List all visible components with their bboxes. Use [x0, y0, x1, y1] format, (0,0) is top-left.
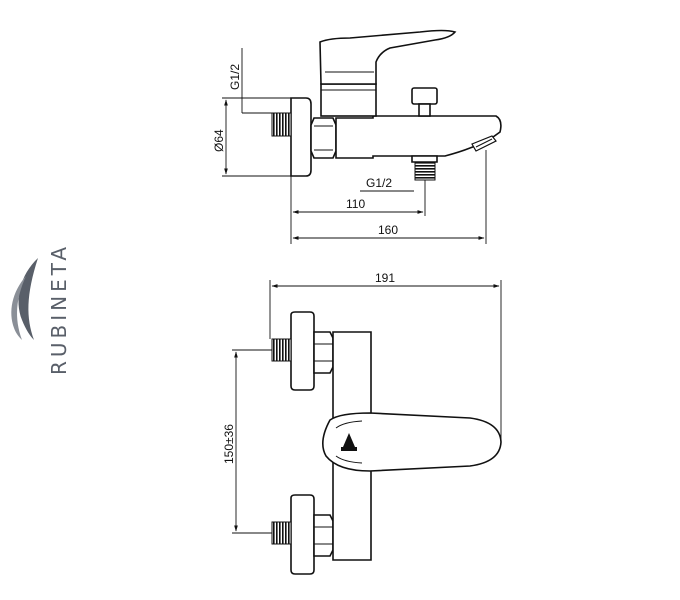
lever-emblem-icon	[343, 433, 355, 447]
diameter-label: Ø64	[212, 129, 226, 152]
side-cartridge	[320, 83, 377, 117]
front-top-thread	[271, 338, 292, 362]
thread-top-label: G1/2	[228, 64, 242, 90]
side-shower-thread	[414, 161, 436, 181]
wall-flange	[290, 97, 312, 177]
front-top-nut	[313, 331, 334, 374]
side-lever	[319, 29, 457, 85]
brand-swoosh-icon	[18, 258, 38, 340]
brand-swoosh-icon-inner	[11, 276, 26, 340]
dim-150-label: 150±36	[222, 424, 236, 464]
side-eccentric-thread	[271, 112, 292, 137]
front-bottom-thread	[271, 521, 292, 545]
side-body	[335, 115, 502, 159]
dim-110-label: 110	[346, 197, 365, 211]
side-hex-nut	[310, 117, 337, 159]
brand-logo: RUBINETA	[11, 243, 71, 375]
thread-bottom-label: G1/2	[366, 176, 392, 190]
front-view	[232, 280, 502, 575]
side-shower-outlet	[411, 155, 438, 163]
dim-191-label: 191	[375, 271, 395, 285]
dim-160-label: 160	[378, 223, 398, 237]
front-lever	[322, 412, 502, 472]
side-view	[222, 29, 502, 244]
front-bottom-flange	[290, 494, 315, 575]
front-bottom-nut	[313, 514, 334, 557]
front-top-flange	[290, 311, 315, 391]
side-diverter-knob	[411, 87, 438, 105]
brand-name: RUBINETA	[47, 243, 71, 375]
